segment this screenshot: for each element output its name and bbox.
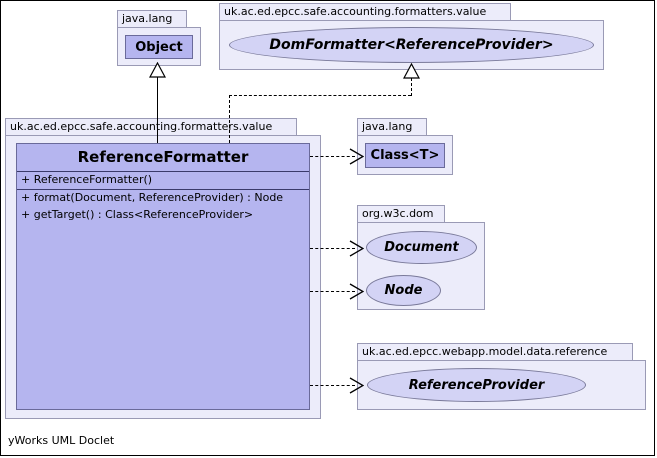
- package-tab-label: java.lang: [117, 10, 187, 28]
- edge-dependency-document: [310, 248, 355, 249]
- package-main-formatters-value: uk.ac.ed.epcc.safe.accounting.formatters…: [5, 118, 321, 419]
- class-methods-compartment: + format(Document, ReferenceProvider) : …: [17, 190, 309, 224]
- package-tab-label: uk.ac.ed.epcc.safe.accounting.formatters…: [5, 118, 297, 136]
- package-java-lang-right: java.lang Class<T>: [357, 118, 453, 175]
- class-member: + getTarget() : Class<ReferenceProvider>: [21, 208, 254, 221]
- edge-dependency-node: [310, 291, 355, 292]
- dependency-arrowhead-reference-provider: [348, 377, 364, 394]
- class-node-reference-formatter[interactable]: ReferenceFormatter + ReferenceFormatter(…: [16, 143, 310, 410]
- package-tab-label: uk.ac.ed.epcc.webapp.model.data.referenc…: [357, 343, 633, 361]
- interface-node-reference-provider[interactable]: ReferenceProvider: [367, 368, 586, 402]
- class-member: + format(Document, ReferenceProvider) : …: [21, 191, 284, 204]
- interface-node-dom-formatter[interactable]: DomFormatter<ReferenceProvider>: [229, 27, 594, 63]
- edge-generalization-object: [157, 77, 158, 143]
- edge-dependency-class-t: [310, 156, 355, 157]
- class-name-label: ReferenceFormatter: [17, 144, 309, 172]
- package-tab-label: java.lang: [357, 118, 427, 136]
- class-node-class-t[interactable]: Class<T>: [365, 143, 445, 168]
- dependency-arrowhead-class-t: [348, 148, 364, 165]
- class-member: + ReferenceFormatter(): [21, 173, 153, 186]
- package-tab-label: uk.ac.ed.epcc.safe.accounting.formatters…: [219, 3, 511, 21]
- package-org-w3c-dom: org.w3c.dom Document Node: [357, 205, 485, 310]
- package-reference: uk.ac.ed.epcc.webapp.model.data.referenc…: [357, 343, 646, 410]
- dependency-arrowhead-document: [348, 240, 364, 257]
- dependency-arrowhead-node: [348, 283, 364, 300]
- package-dom-formatter: uk.ac.ed.epcc.safe.accounting.formatters…: [219, 3, 604, 70]
- tool-footer-label: yWorks UML Doclet: [8, 434, 115, 447]
- interface-node-document[interactable]: Document: [366, 231, 477, 264]
- interface-node-node[interactable]: Node: [366, 275, 441, 306]
- edge-realization-segment-down: [229, 95, 230, 143]
- class-constructors-compartment: + ReferenceFormatter(): [17, 172, 309, 190]
- edge-dependency-reference-provider: [310, 385, 355, 386]
- class-node-object[interactable]: Object: [125, 35, 193, 59]
- package-tab-label: org.w3c.dom: [357, 205, 445, 223]
- package-java-lang-top: java.lang Object: [117, 10, 201, 66]
- edge-realization-segment-up: [411, 78, 412, 96]
- edge-realization-segment-across: [229, 95, 411, 96]
